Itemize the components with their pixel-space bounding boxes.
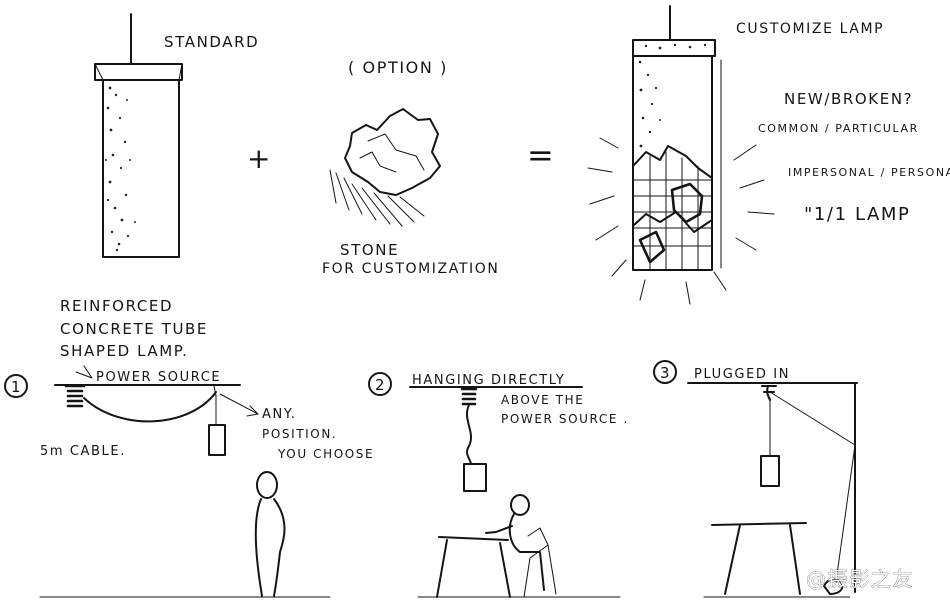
customize-lamp-label: CUSTOMIZE LAMP <box>736 21 884 37</box>
option-1-title: POWER SOURCE <box>96 370 221 385</box>
stone-label-line1: STONE <box>340 241 399 259</box>
option-1-any-note: ANY. <box>262 407 296 422</box>
option-1-cable-note: 5m CABLE. <box>40 444 126 459</box>
plus-sign: + <box>247 142 272 175</box>
stone-label-line2: FOR CUSTOMIZATION <box>322 261 499 277</box>
equals-sign: = <box>527 136 555 174</box>
seated-person-at-desk <box>436 494 557 598</box>
option-1-number: 1 <box>11 378 22 396</box>
option-1-position-note: POSITION. <box>262 427 337 441</box>
option-2-note-line2: POWER SOURCE . <box>501 412 629 426</box>
note-one-of-one-lamp: "1/1 LAMP <box>804 204 911 225</box>
option-1-panel: 1 POWER SOURCE 5m CABLE. ANY. POSITION. … <box>4 365 374 598</box>
option-label: ( OPTION ) <box>348 58 448 77</box>
option-1-choose-note: YOU CHOOSE <box>277 447 374 461</box>
option-3-number-circle <box>653 360 677 384</box>
option-2-number-circle <box>368 372 392 396</box>
option-2-number: 2 <box>375 376 386 394</box>
note-new-broken: NEW/BROKEN? <box>784 90 913 108</box>
standing-person <box>254 471 286 597</box>
description-line1: REINFORCED <box>60 297 173 315</box>
description-line3: SHAPED LAMP. <box>60 342 189 360</box>
customized-lamp <box>587 5 775 305</box>
option-3-number: 3 <box>660 364 671 382</box>
option-3-panel: 3 PLUGGED IN <box>653 360 858 598</box>
option-2-panel: 2 HANGING DIRECTLY ABOVE THE POWER SOURC… <box>368 372 629 598</box>
option-2-note-line1: ABOVE THE <box>501 393 584 407</box>
standard-lamp <box>94 13 183 258</box>
option-3-title: PLUGGED IN <box>694 367 790 382</box>
description-line2: CONCRETE TUBE <box>60 320 208 338</box>
watermark: @摄影之友 <box>806 567 914 591</box>
option-1-number-circle <box>4 374 28 398</box>
option-2-title: HANGING DIRECTLY <box>412 373 565 388</box>
standard-label: STANDARD <box>164 33 259 51</box>
note-impersonal-personal: IMPERSONAL / PERSONAL <box>788 166 950 179</box>
note-common-particular: COMMON / PARTICULAR <box>758 122 919 135</box>
stone-drawing <box>329 108 441 227</box>
